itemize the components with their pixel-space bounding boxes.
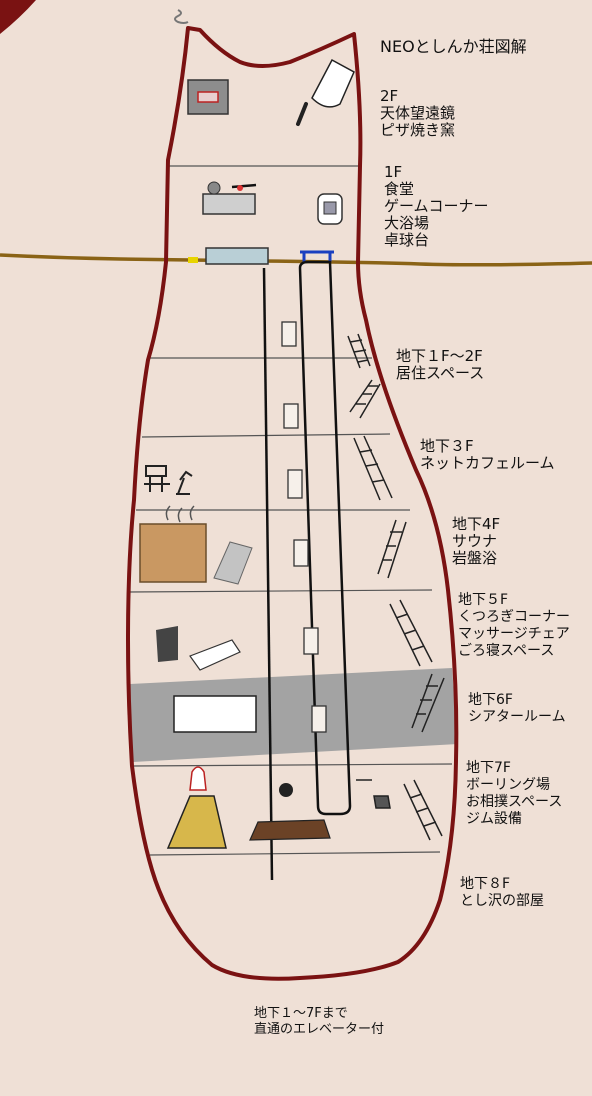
- theater-band: [130, 668, 458, 762]
- room-name: 卓球台: [384, 231, 430, 249]
- floor-name: 地下6F: [468, 692, 513, 708]
- floor-label-b3: 地下３F ネットカフェルーム: [420, 438, 555, 472]
- elevator-doors: [281, 321, 327, 733]
- floor-label-b8: 地下８F とし沢の部屋: [460, 876, 544, 910]
- room-name: 食堂: [384, 180, 415, 198]
- dining-table-icon: [202, 193, 256, 215]
- room-name: サウナ: [452, 532, 498, 550]
- room-name: 天体望遠鏡: [380, 104, 456, 122]
- floor-name: 地下4F: [452, 515, 501, 533]
- bedrock-bath-icon: [213, 541, 253, 585]
- floor-name: 地下５F: [458, 592, 509, 608]
- floor-name: 地下８F: [460, 876, 511, 892]
- diagram-title: NEOとしんか荘図解: [380, 37, 527, 56]
- floor-label-b7: 地下7F ボーリング場 お相撲スペース ジム設備: [466, 760, 562, 828]
- floor-name: 地下３F: [420, 437, 474, 455]
- gym-bench-icon: [356, 779, 391, 809]
- bath-icon: [205, 247, 269, 265]
- floor-name: 1F: [384, 163, 403, 181]
- cook-pot-icon: [207, 181, 221, 195]
- room-name: 大浴場: [384, 214, 430, 232]
- floor-label-2f: 2F 天体望遠鏡 ピザ焼き窯: [380, 88, 455, 139]
- sumo-ring-icon: [249, 819, 331, 841]
- sauna-room-icon: [139, 523, 207, 583]
- floor-name: 地下7F: [466, 760, 511, 776]
- floor-label-1f: 1F 食堂 ゲームコーナー 大浴場 卓球台: [384, 164, 489, 249]
- ground-line: [0, 253, 592, 267]
- floor-label-b1-b2: 地下１F～2F 居住スペース: [396, 348, 484, 382]
- room-name: ジム設備: [466, 811, 522, 827]
- elevator-shaft: [262, 260, 352, 881]
- sleeping-mat-icon: [189, 639, 241, 671]
- telescope-inner-icon: [197, 91, 219, 103]
- massage-chair-icon: [156, 626, 178, 662]
- room-name: ゲームコーナー: [384, 197, 489, 215]
- chair-icon: [176, 470, 193, 495]
- pan-flame-icon: [237, 185, 243, 191]
- steam-icon: [174, 9, 189, 24]
- room-name: マッサージチェア: [458, 626, 570, 642]
- bowling-lane-icon: [166, 795, 227, 849]
- note-line: 直通のエレベーター付: [254, 1022, 385, 1037]
- room-name: くつろぎコーナー: [458, 609, 570, 625]
- floor-name: 2F: [380, 87, 399, 105]
- game-screen-icon: [323, 201, 337, 215]
- floor-label-b6: 地下6F シアタールーム: [468, 692, 566, 726]
- theater-screen-icon: [173, 695, 257, 733]
- floor-label-b5: 地下５F くつろぎコーナー マッサージチェア ごろ寝スペース: [458, 592, 570, 660]
- ladders: [347, 333, 445, 841]
- room-name: ボーリング場: [466, 777, 550, 793]
- ping-pong-table-icon: [300, 250, 334, 262]
- stool-icon: [188, 257, 198, 263]
- room-name: シアタールーム: [468, 709, 566, 725]
- pizza-oven-icon: [311, 58, 355, 108]
- desk-pc-icon: [144, 465, 170, 492]
- corner-decoration: [0, 0, 36, 34]
- room-name: お相撲スペース: [466, 794, 563, 810]
- room-name: ごろ寝スペース: [458, 643, 555, 659]
- room-name: ピザ焼き窯: [380, 121, 456, 139]
- pan-icon: [231, 183, 257, 189]
- room-name: ネットカフェルーム: [420, 454, 555, 472]
- bowling-pin-icon: [189, 766, 207, 791]
- wrestler-icon: [279, 783, 293, 797]
- floor-name: 地下１F～2F: [396, 347, 483, 365]
- room-name: 居住スペース: [396, 364, 485, 382]
- note-line: 地下１～7Fまで: [254, 1006, 348, 1021]
- oven-pipe-icon: [296, 102, 308, 126]
- elevator-note: 地下１～7Fまで 直通のエレベーター付: [254, 1006, 384, 1038]
- room-name: 岩盤浴: [452, 549, 498, 567]
- sauna-steam-icon: [165, 505, 195, 523]
- room-name: とし沢の部屋: [460, 893, 544, 909]
- building-outline: [126, 26, 459, 981]
- floor-label-b4: 地下4F サウナ 岩盤浴: [452, 516, 500, 567]
